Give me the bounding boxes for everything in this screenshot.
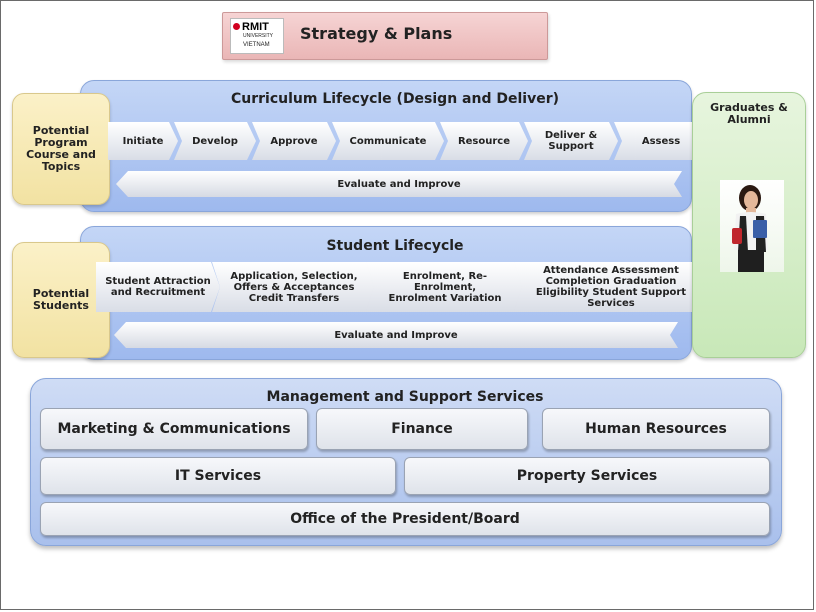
step-attraction-recruitment: Student Attraction and Recruitment	[96, 262, 220, 312]
step-communicate: Communicate	[332, 122, 444, 160]
page-title: Strategy & Plans	[300, 24, 453, 43]
step-enrolment: Enrolment, Re-Enrolment, Enrolment Varia…	[366, 262, 524, 312]
management-title: Management and Support Services	[266, 389, 544, 405]
step-deliver-support: Deliver & Support	[524, 122, 618, 160]
curriculum-title: Curriculum Lifecycle (Design and Deliver…	[231, 91, 559, 107]
student-evaluate-bar: Evaluate and Improve	[114, 322, 678, 348]
service-it: IT Services	[40, 457, 396, 495]
logo-dot-icon	[233, 23, 240, 30]
step-attendance-support: Attendance Assessment Completion Graduat…	[514, 262, 708, 312]
service-office-president: Office of the President/Board	[40, 502, 770, 536]
student-title: Student Lifecycle	[326, 238, 464, 254]
service-property: Property Services	[404, 457, 770, 495]
curriculum-evaluate-bar: Evaluate and Improve	[116, 171, 682, 197]
service-marketing: Marketing & Communications	[40, 408, 308, 450]
potential-students-box: Potential Students	[12, 242, 110, 358]
step-resource: Resource	[440, 122, 528, 160]
service-finance: Finance	[316, 408, 528, 450]
step-approve: Approve	[252, 122, 336, 160]
potential-program-box: Potential Program Course and Topics	[12, 93, 110, 205]
step-application-selection: Application, Selection, Offers & Accepta…	[212, 262, 376, 312]
graduate-photo	[720, 180, 784, 272]
logo-university: UNIVERSITY	[243, 33, 274, 39]
step-develop: Develop	[174, 122, 256, 160]
rmit-logo: RMIT UNIVERSITY VIETNAM	[230, 18, 284, 54]
logo-location: VIETNAM	[243, 42, 270, 48]
graduate-figure-icon	[732, 185, 768, 272]
step-initiate: Initiate	[108, 122, 178, 160]
logo-text: RMIT	[242, 21, 269, 33]
service-human-resources: Human Resources	[542, 408, 770, 450]
graduates-title: Graduates & Alumni	[710, 101, 788, 126]
